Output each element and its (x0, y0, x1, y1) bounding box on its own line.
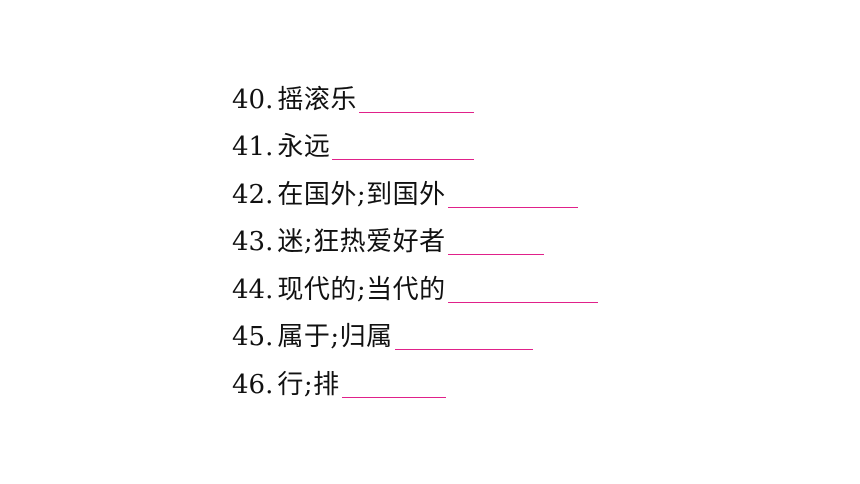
item-number: 42 (232, 179, 266, 210)
vocabulary-worksheet: 40.摇滚乐 41.永远 42.在国外;到国外 43.迷;狂热爱好者 44.现代… (232, 68, 792, 401)
item-prompt: 在国外;到国外 (277, 179, 446, 210)
item-number: 44 (232, 274, 266, 305)
item-number: 43 (232, 227, 266, 257)
item-separator: . (265, 179, 274, 210)
list-item: 43.迷;狂热爱好者 (232, 211, 792, 259)
answer-blank[interactable] (394, 321, 533, 350)
answer-blank[interactable] (447, 226, 544, 255)
answer-blank[interactable] (358, 84, 474, 113)
list-item: 41.永远 (232, 116, 792, 164)
item-prompt: 摇滚乐 (277, 84, 357, 115)
item-prompt: 行;排 (277, 369, 340, 400)
item-separator: . (265, 369, 274, 400)
item-prompt: 永远 (277, 132, 331, 162)
list-item: 44.现代的;当代的 (232, 258, 792, 306)
item-separator: . (265, 274, 274, 305)
answer-blank[interactable] (447, 179, 578, 208)
item-prompt: 迷;狂热爱好者 (277, 227, 446, 257)
item-number: 46 (232, 369, 266, 400)
item-number: 45 (232, 322, 266, 352)
list-item: 42.在国外;到国外 (232, 163, 792, 211)
answer-blank[interactable] (332, 131, 475, 160)
answer-blank[interactable] (341, 369, 446, 398)
item-separator: . (265, 322, 274, 352)
item-prompt: 现代的;当代的 (277, 274, 446, 305)
answer-blank[interactable] (447, 274, 598, 303)
item-number: 40 (232, 84, 266, 115)
list-item: 46.行;排 (232, 353, 792, 401)
item-separator: . (265, 84, 274, 115)
item-separator: . (265, 227, 274, 257)
item-separator: . (265, 132, 274, 162)
list-item: 45.属于;归属 (232, 306, 792, 354)
item-prompt: 属于;归属 (277, 322, 393, 352)
item-number: 41 (232, 132, 266, 162)
list-item: 40.摇滚乐 (232, 68, 792, 116)
